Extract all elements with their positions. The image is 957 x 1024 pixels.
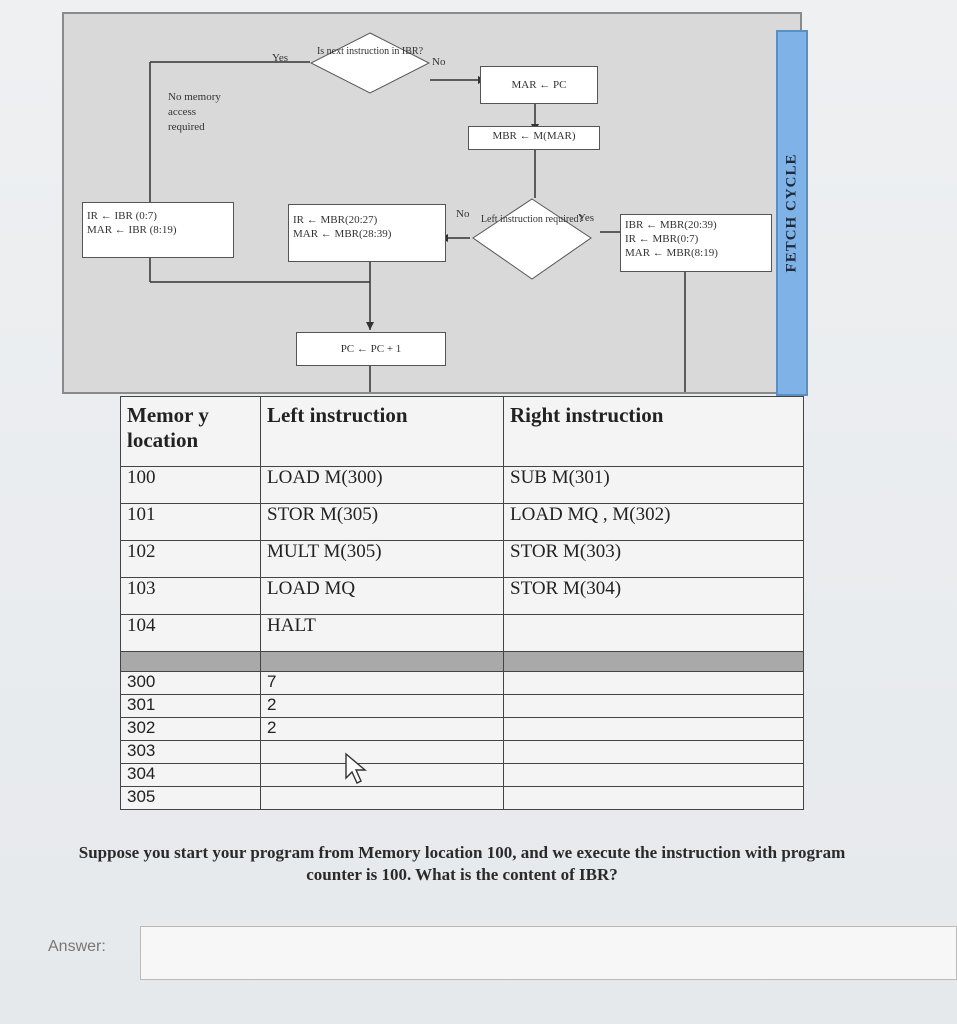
table-row: 104 HALT xyxy=(120,614,804,652)
box-ir-mbr-right-line-2: MAR ← MBR(28:39) xyxy=(293,228,392,240)
cell-right xyxy=(503,786,804,810)
table-row: 101 STOR M(305) LOAD MQ , M(302) xyxy=(120,503,804,541)
fetch-cycle-label-bar: FETCH CYCLE xyxy=(776,30,808,396)
answer-label: Answer: xyxy=(48,938,106,955)
cell-left: 2 xyxy=(260,694,504,718)
table-row: 100 LOAD M(300) SUB M(301) xyxy=(120,466,804,504)
box-ir-ibr: IR ← IBR (0:7) MAR ← IBR (8:19) xyxy=(82,202,234,258)
cell-right xyxy=(503,763,804,787)
table-header-row: Memor y location Left instruction Right … xyxy=(120,396,804,467)
cell-left: 2 xyxy=(260,717,504,741)
box-pc-increment: PC ← PC + 1 xyxy=(296,332,446,366)
cell-location: 304 xyxy=(120,763,261,787)
cell-left xyxy=(260,786,504,810)
cell-location: 303 xyxy=(120,740,261,764)
separator-cell xyxy=(120,651,261,672)
no-memory-note: No memory access required xyxy=(168,90,221,135)
decision-left-required: Left instruction required? xyxy=(472,198,592,280)
cell-location: 104 xyxy=(120,614,261,652)
cell-right xyxy=(503,740,804,764)
box-ibr-mbr-left: IBR ← MBR(20:39) IR ← MBR(0:7) MAR ← MBR… xyxy=(620,214,772,272)
data-row: 301 2 xyxy=(120,694,804,718)
cell-right: STOR M(304) xyxy=(503,577,804,615)
cell-location: 305 xyxy=(120,786,261,810)
cell-left: 7 xyxy=(260,671,504,695)
cell-location: 301 xyxy=(120,694,261,718)
no-memory-line-2: access xyxy=(168,106,197,118)
header-right-instruction: Right instruction xyxy=(503,396,804,467)
yes-label-left: Yes xyxy=(578,212,595,224)
fetch-cycle-label: FETCH CYCLE xyxy=(783,153,800,273)
cell-location: 101 xyxy=(120,503,261,541)
data-row: 305 xyxy=(120,786,804,810)
decision-next-in-ibr: Is next instruction in IBR? xyxy=(310,32,430,94)
box-ir-ibr-line-1: IR ← IBR (0:7) xyxy=(87,210,157,222)
data-row: 300 7 xyxy=(120,671,804,695)
table-separator-row xyxy=(120,651,804,672)
box-ibr-mbr-left-line-3: MAR ← MBR(8:19) xyxy=(625,247,718,259)
cell-location: 302 xyxy=(120,717,261,741)
cell-right xyxy=(503,614,804,652)
box-ir-ibr-line-2: MAR ← IBR (8:19) xyxy=(87,224,177,236)
cell-left: STOR M(305) xyxy=(260,503,504,541)
cell-right: STOR M(303) xyxy=(503,540,804,578)
table-row: 103 LOAD MQ STOR M(304) xyxy=(120,577,804,615)
no-memory-line-1: No memory xyxy=(168,91,221,103)
mouse-pointer-icon xyxy=(345,752,367,784)
data-row: 302 2 xyxy=(120,717,804,741)
no-label-left: No xyxy=(456,208,470,220)
cell-left: HALT xyxy=(260,614,504,652)
yes-label-top: Yes xyxy=(272,52,289,64)
cell-right xyxy=(503,671,804,695)
box-ir-mbr-right: IR ← MBR(20:27) MAR ← MBR(28:39) xyxy=(288,204,446,262)
box-mbr-mmar: MBR ← M(MAR) xyxy=(468,126,600,150)
separator-cell xyxy=(260,651,504,672)
cell-left xyxy=(260,763,504,787)
box-ir-mbr-right-line-1: IR ← MBR(20:27) xyxy=(293,214,378,226)
memory-table: Memor y location Left instruction Right … xyxy=(120,396,804,810)
no-label-top: No xyxy=(432,56,446,68)
box-ibr-mbr-left-line-2: IR ← MBR(0:7) xyxy=(625,233,699,245)
answer-input[interactable] xyxy=(140,926,957,980)
cell-right xyxy=(503,694,804,718)
cell-location: 103 xyxy=(120,577,261,615)
cell-location: 300 xyxy=(120,671,261,695)
no-memory-line-3: required xyxy=(168,121,205,133)
cell-left: LOAD M(300) xyxy=(260,466,504,504)
question-text: Suppose you start your program from Memo… xyxy=(78,843,846,884)
header-left-instruction: Left instruction xyxy=(260,396,504,467)
cell-left: LOAD MQ xyxy=(260,577,504,615)
separator-cell xyxy=(503,651,804,672)
data-row: 304 xyxy=(120,763,804,787)
cell-left: MULT M(305) xyxy=(260,540,504,578)
cell-right: SUB M(301) xyxy=(503,466,804,504)
decision-left-text: Left instruction required? xyxy=(480,214,584,225)
table-row: 102 MULT M(305) STOR M(303) xyxy=(120,540,804,578)
cell-location: 100 xyxy=(120,466,261,504)
decision-next-text: Is next instruction in IBR? xyxy=(316,46,424,57)
header-memory-location: Memor y location xyxy=(120,396,261,467)
box-ibr-mbr-left-line-1: IBR ← MBR(20:39) xyxy=(625,219,717,231)
cell-right xyxy=(503,717,804,741)
cell-right: LOAD MQ , M(302) xyxy=(503,503,804,541)
cell-left xyxy=(260,740,504,764)
cell-location: 102 xyxy=(120,540,261,578)
box-mar-pc: MAR ← PC xyxy=(480,66,598,104)
data-row: 303 xyxy=(120,740,804,764)
